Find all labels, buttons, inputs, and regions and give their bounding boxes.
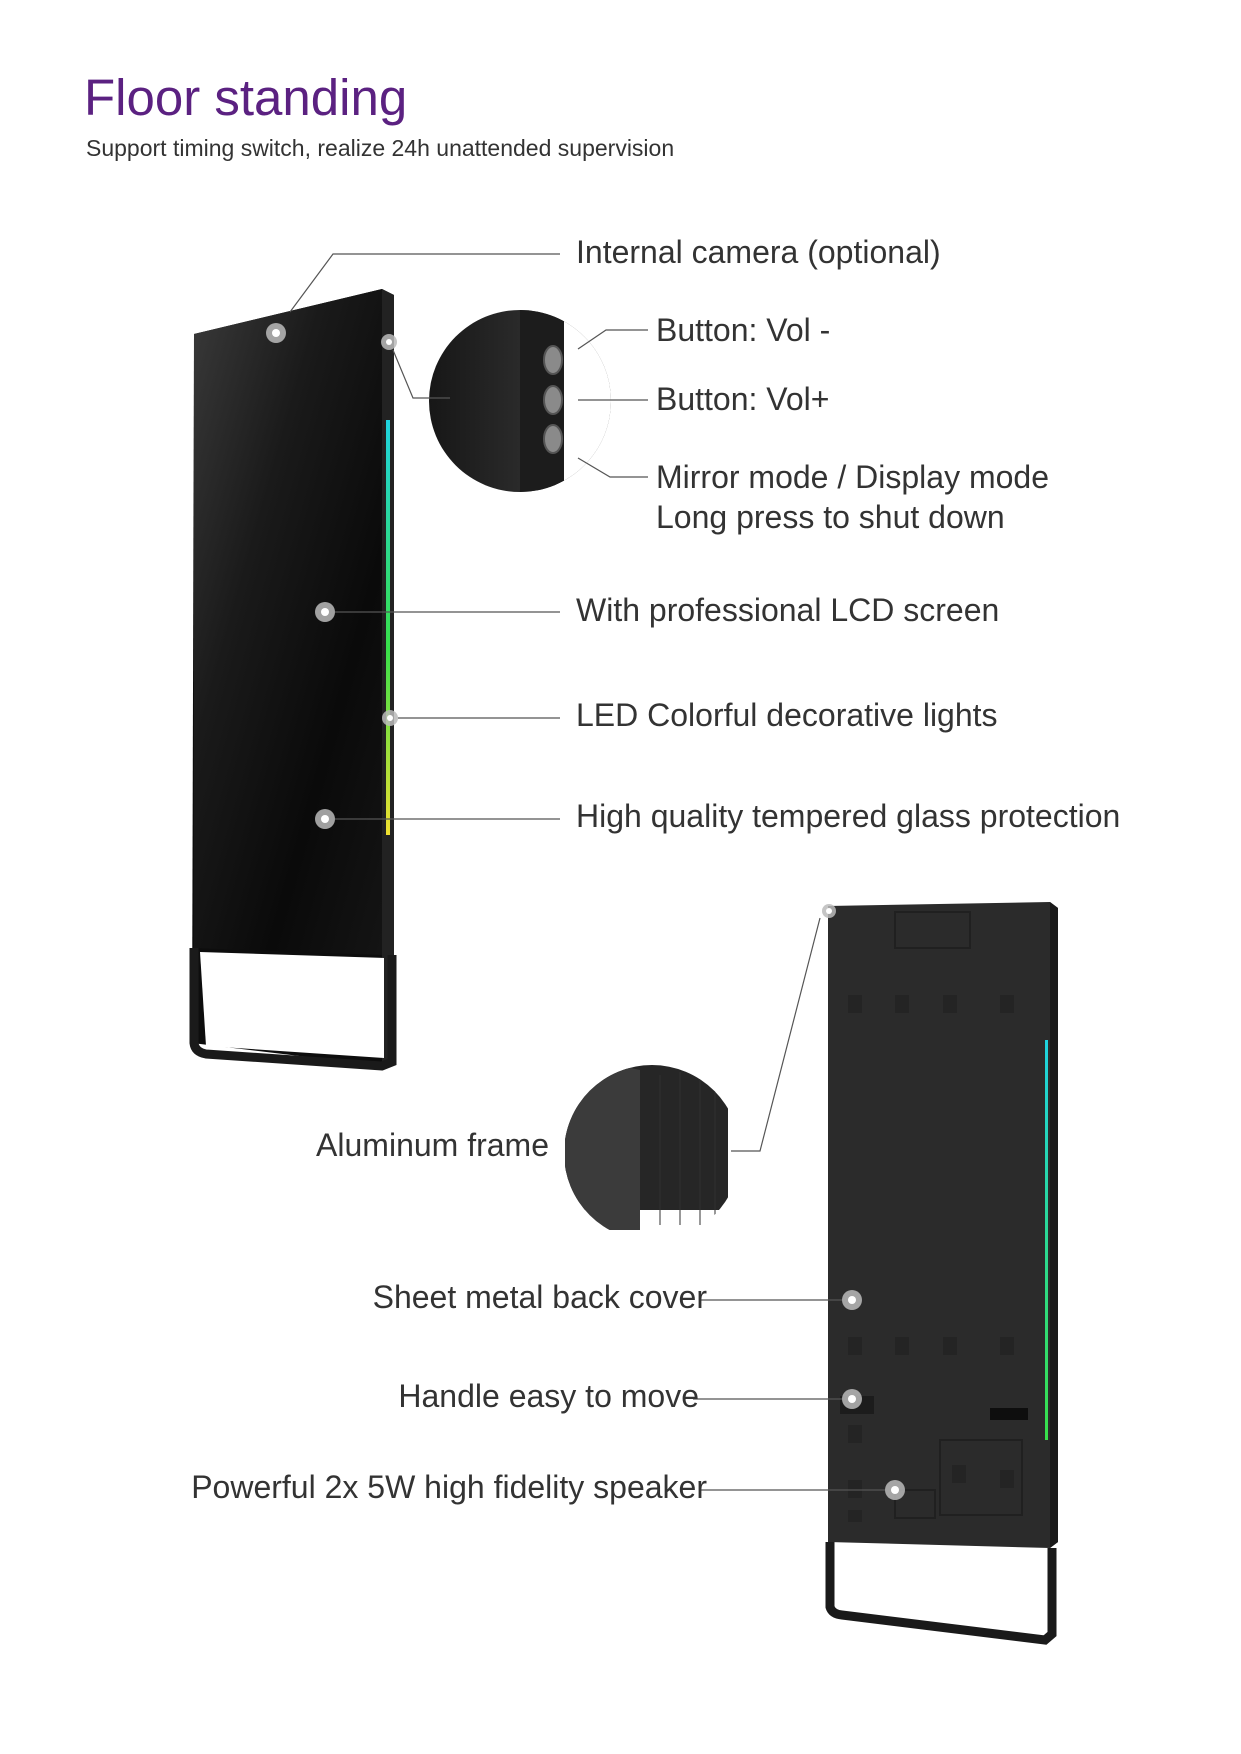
page-title: Floor standing — [84, 69, 408, 126]
callout-lcd-screen: With professional LCD screen — [576, 592, 1000, 628]
back-device — [825, 902, 1058, 1645]
callout-handle: Handle easy to move — [398, 1378, 699, 1414]
back-leader-lines — [693, 917, 885, 1491]
callout-vol-down-button: Button: Vol - — [656, 312, 831, 348]
callout-speaker: Powerful 2x 5W high fidelity speaker — [191, 1469, 707, 1505]
front-led-strip — [386, 420, 390, 835]
back-led-strip — [1045, 1040, 1048, 1440]
callout-mode-button-line1: Mirror mode / Display mode — [656, 459, 1049, 495]
callout-led-lights: LED Colorful decorative lights — [576, 697, 998, 733]
page-subtitle: Support timing switch, realize 24h unatt… — [86, 135, 675, 161]
back-hotspots — [822, 904, 905, 1500]
callout-internal-camera: Internal camera (optional) — [576, 234, 941, 270]
front-hotspots — [266, 323, 398, 829]
callout-mode-button-line2: Long press to shut down — [656, 499, 1005, 535]
frame-zoom-detail — [564, 1065, 740, 1241]
front-leader-lines — [289, 253, 648, 820]
callout-tempered-glass: High quality tempered glass protection — [576, 798, 1121, 834]
front-device — [189, 289, 397, 1071]
callout-back-cover: Sheet metal back cover — [372, 1279, 707, 1315]
front-glass-screen — [194, 289, 382, 955]
callout-aluminum-frame: Aluminum frame — [316, 1127, 549, 1163]
callout-vol-up-button: Button: Vol+ — [656, 381, 830, 417]
